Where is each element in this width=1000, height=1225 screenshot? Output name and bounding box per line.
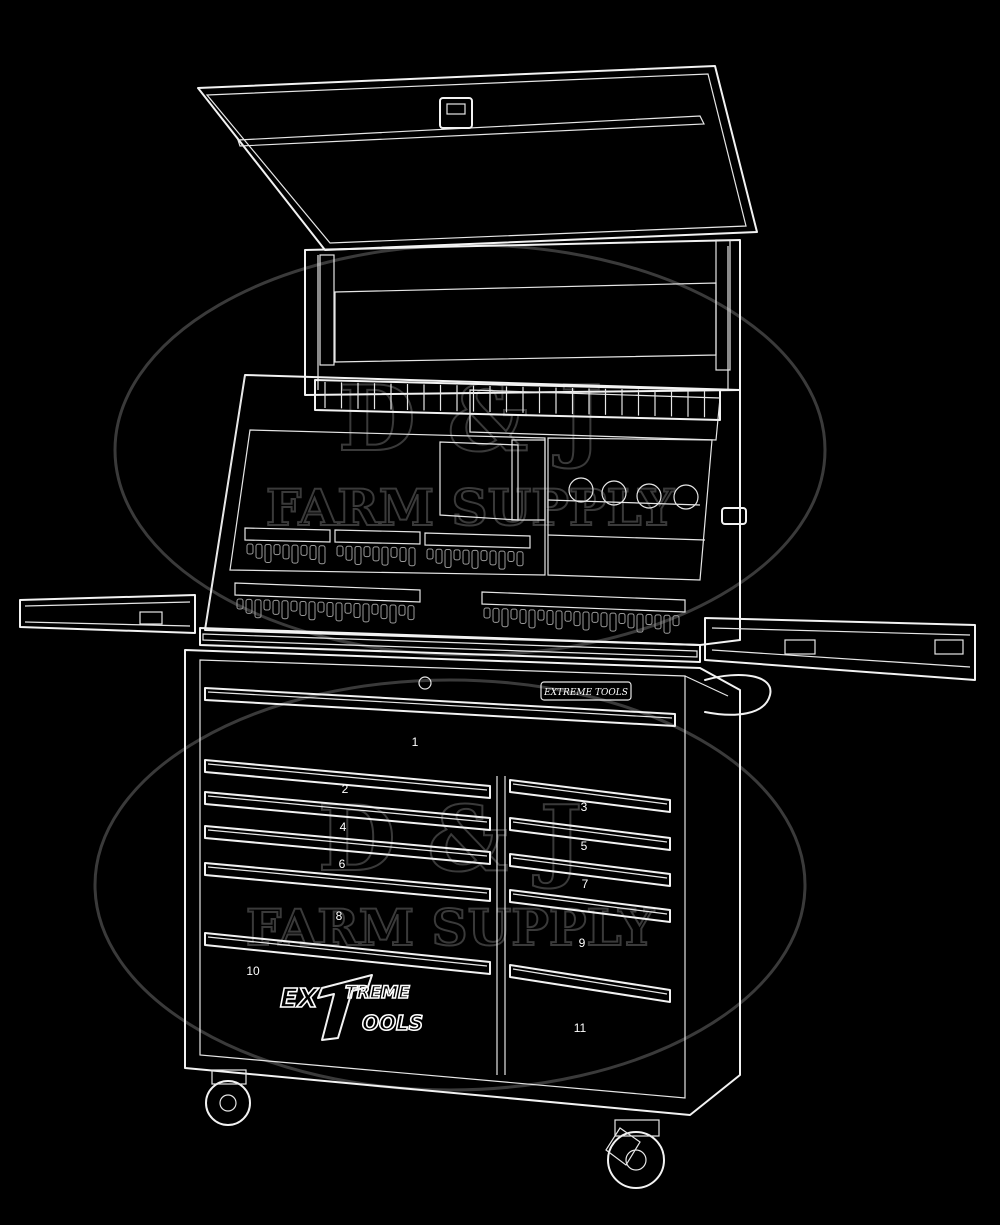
socket-rail-b [334,529,421,567]
drawer-number-2: 2 [342,782,349,796]
drawer-number-8: 8 [336,909,343,923]
drawer-handle-2 [204,759,491,799]
watermark-oval-lower [93,678,807,1092]
logo-text-ex: EX [280,984,320,1014]
logo-t-mark [317,974,373,1041]
drawer-handle-4 [204,791,491,831]
socket-rail-c [424,532,531,570]
drawer-handle-8 [204,862,491,902]
watermark-text-upper: FARM SUPPLY [266,478,676,537]
drawer-number-6: 6 [339,857,346,871]
screwdriver-rack [314,379,721,441]
socket-rails [234,527,686,634]
drawer-handles [204,687,676,1003]
logo-text-ools: OOLS [362,1011,423,1035]
extreme-tools-logo: EX TREME OOLS [279,974,424,1041]
rolling-cabinet: EXTREME TOOLS [184,649,741,1116]
drawer-handle-7 [509,853,671,887]
side-tray-left [19,594,196,634]
logo-text-treme: TREME [345,983,410,1003]
caster-left [205,1080,251,1126]
lid [197,65,758,251]
drawer-number-10: 10 [246,964,260,978]
drawer-number-5: 5 [581,839,588,853]
top-chest-body [204,374,747,646]
top-chest-base [199,627,701,663]
drawer-handle-3 [509,779,671,813]
drawer-handle-10 [204,932,491,975]
drawer-number-9: 9 [579,936,586,950]
side-tray-right [704,617,976,716]
caster-right [607,1131,665,1189]
drawer-number-4: 4 [340,820,347,834]
watermark-text-lower: FARM SUPPLY [246,898,656,957]
drawer-number-11: 11 [574,1021,587,1035]
drawer-numbers: 1 2 3 4 5 6 7 8 9 10 11 [246,735,588,1035]
socket-rail-d [234,582,421,624]
drawer-number-3: 3 [581,800,588,814]
socket-rail-e [481,591,686,634]
drawer-handle-6 [204,825,491,865]
drawer-handle-11 [509,964,671,1003]
socket-rail-a [244,527,331,565]
lid-latch [439,97,473,129]
casters [205,1069,665,1189]
drawer-number-1: 1 [412,735,419,749]
drawer-handle-1 [204,687,676,727]
watermark-initials-lower: D & J [318,786,583,892]
drawer-handle-5 [509,817,671,851]
drawer-number-7: 7 [582,877,589,891]
brand-plate [540,681,632,701]
drawer-handle-9 [509,889,671,923]
brand-plate-text: EXTREME TOOLS [543,688,628,698]
